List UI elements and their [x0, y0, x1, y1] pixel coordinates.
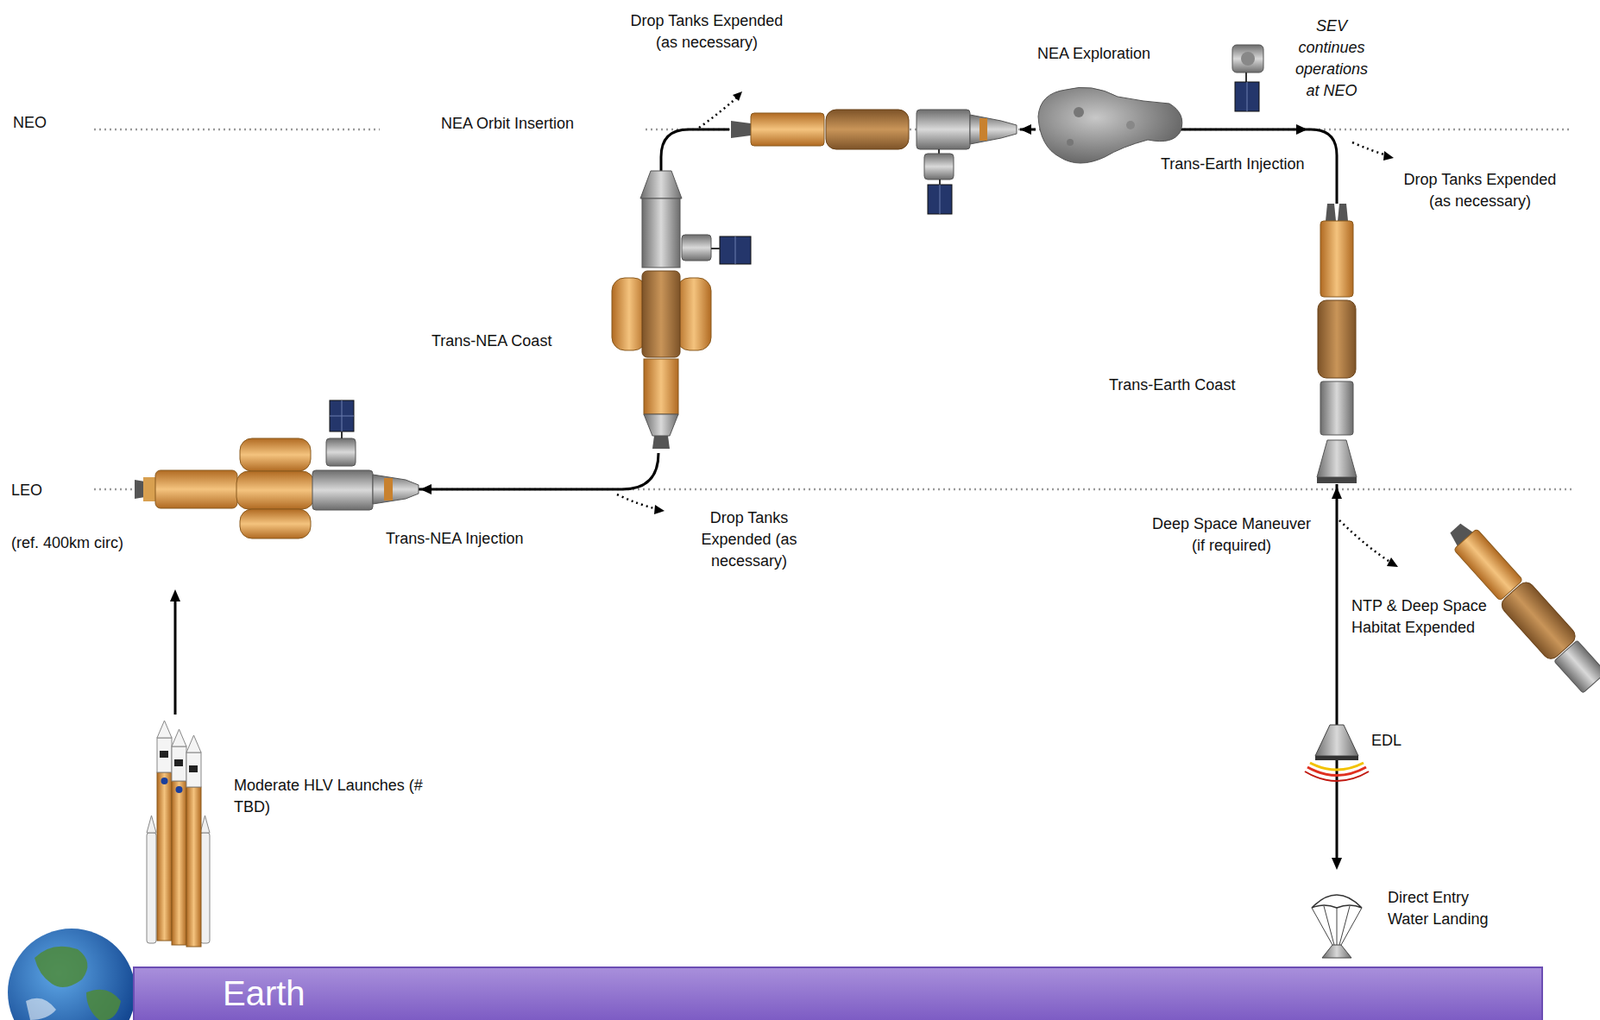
annotation-label: Drop Tanks Expended (as necessary)	[1393, 169, 1567, 213]
annotation-label: Trans-Earth Injection	[1160, 153, 1304, 176]
annotation-label: Moderate HLV Launches (# TBD)	[233, 774, 441, 819]
annotation-label: Trans-NEA Coast	[431, 330, 552, 353]
annotation-label: SEV continues operations at NEO	[1286, 15, 1377, 102]
annotation-label: Deep Space Maneuver (if required)	[1145, 513, 1318, 557]
band-label: Earth	[222, 974, 306, 1013]
annotation-label: NTP & Deep Space Habitat Expended	[1351, 595, 1492, 639]
annotation-label: Trans-Earth Coast	[1108, 374, 1235, 397]
earth-band: Earth	[132, 966, 1544, 1020]
annotation-label: NEO	[12, 112, 47, 134]
annotation-label: (ref. 400km circ)	[11, 532, 124, 555]
annotation-label: NEA Exploration	[1037, 43, 1151, 65]
annotation-label: Trans-NEA Injection	[385, 528, 523, 550]
annotation-label: Direct Entry Water Landing	[1387, 887, 1511, 931]
annotation-label: LEO	[11, 479, 43, 502]
annotation-label: EDL	[1371, 730, 1402, 752]
annotation-label: Drop Tanks Expended (as necessary)	[692, 507, 807, 573]
annotation-label: NEA Orbit Insertion	[440, 113, 574, 135]
annotation-label: Drop Tanks Expended (as necessary)	[620, 10, 794, 54]
